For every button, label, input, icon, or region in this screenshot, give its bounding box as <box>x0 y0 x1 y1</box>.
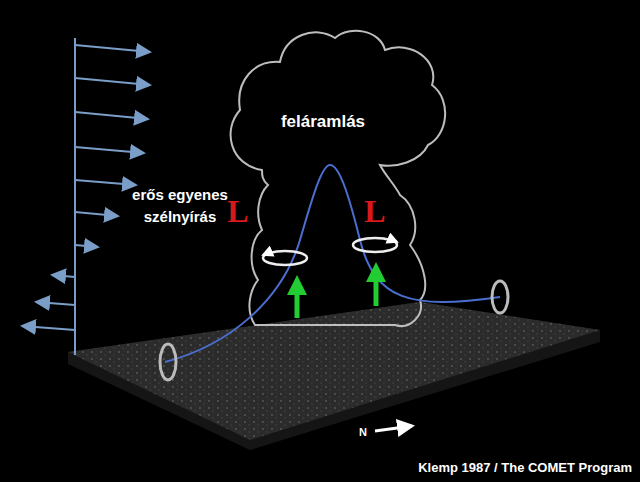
shear-label: erős egyenes szélnyírás <box>130 184 230 228</box>
vorticity-rings <box>160 238 508 380</box>
low-pressure-mark: L <box>227 193 248 230</box>
updraft-label: feláramlás <box>281 112 365 132</box>
updraft-arrows <box>297 272 376 318</box>
north-label: N <box>359 426 367 438</box>
wind-profile <box>22 38 150 355</box>
low-pressure-mark: L <box>364 193 385 230</box>
north-arrow <box>375 426 412 431</box>
cloud-outline <box>231 31 446 326</box>
credit-note: Klemp 1987 / The COMET Program <box>418 460 632 475</box>
